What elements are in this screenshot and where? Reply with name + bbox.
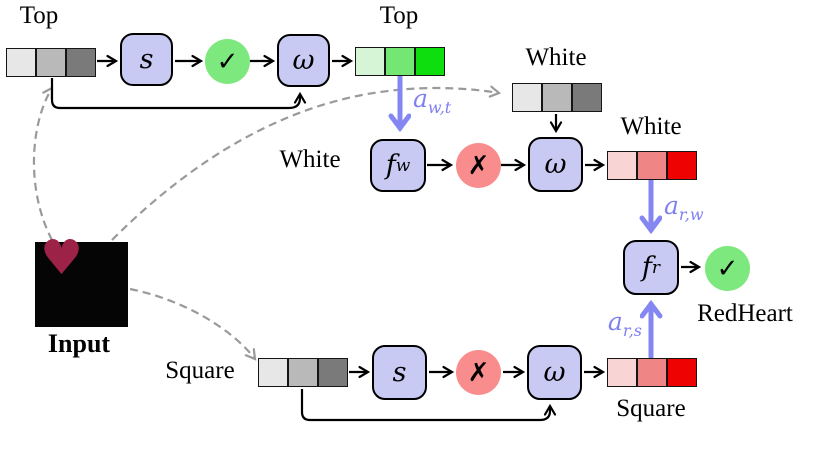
square-output-bar-label: Square [616, 395, 686, 422]
attention-arw-base: a [664, 191, 679, 220]
memory-cell [543, 84, 573, 111]
memory-cell [386, 48, 416, 75]
module-omega-mid-label: ω [544, 149, 567, 180]
module-omega-bottom: ω [527, 345, 582, 400]
attention-label-ars: ar,s [568, 307, 642, 339]
module-s-bottom-label: s [392, 357, 407, 388]
wire-top-feedback [50, 78, 307, 110]
failure-icon: ✗ [456, 350, 501, 395]
memory-cell [356, 48, 386, 75]
memory-cell [638, 359, 668, 386]
module-omega-bottom-label: ω [543, 357, 566, 388]
memory-cell [416, 48, 444, 75]
memory-cell [289, 359, 319, 386]
memory-cell [668, 359, 696, 386]
square-input-bar-label: Square [165, 357, 235, 384]
dashed-wire-input-to-top-bar [32, 86, 54, 241]
failure-icon: ✗ [456, 143, 501, 188]
memory-cell [37, 49, 67, 76]
attention-awt-base: a [413, 84, 428, 113]
module-s-top-label: s [139, 44, 154, 75]
memory-cell [67, 49, 95, 76]
memory-cell [319, 359, 347, 386]
attention-ars-base: a [607, 307, 623, 336]
wire-bottom-feedback [300, 389, 557, 422]
success-icon: ✓ [705, 246, 750, 291]
memory-cell [573, 84, 601, 111]
success-icon: ✓ [205, 39, 250, 84]
dashed-wire-input-to-white-bar [111, 85, 502, 241]
cross-glyph: ✗ [467, 357, 490, 388]
check-glyph: ✓ [216, 46, 239, 77]
memory-cell [7, 49, 37, 76]
white-context-bar-label: White [525, 44, 587, 71]
attention-arw-sub: r,w [678, 205, 704, 224]
module-fw-base: f [385, 150, 396, 181]
cross-glyph: ✗ [467, 150, 490, 181]
attention-label-awt: aw,t [413, 84, 451, 116]
attention-awt-sub: w,t [427, 98, 452, 117]
attention-label-arw: ar,w [664, 191, 704, 223]
white-output-bar-label: White [620, 113, 682, 140]
attention-ars-sub: r,s [622, 321, 642, 340]
module-omega-top-label: ω [292, 45, 315, 76]
memory-cell [608, 152, 638, 179]
top-output-bar-label: Top [379, 2, 419, 29]
memory-cell [668, 152, 696, 179]
module-omega-mid: ω [528, 137, 583, 192]
white-output-memory-bar [607, 151, 697, 180]
white-module-side-label: White [279, 146, 341, 173]
top-input-memory-bar [6, 48, 96, 77]
check-glyph: ✓ [716, 253, 739, 284]
memory-cell [259, 359, 289, 386]
input-image: ♥ [35, 234, 128, 327]
top-input-bar-label: Top [19, 2, 59, 29]
dashed-wire-input-to-square-bar [129, 287, 257, 361]
top-output-memory-bar [355, 47, 445, 76]
memory-cell [513, 84, 543, 111]
module-omega-top: ω [277, 34, 330, 87]
square-output-memory-bar [607, 358, 697, 387]
module-fr-base: f [641, 252, 652, 283]
module-s-bottom: s [372, 345, 427, 400]
white-context-memory-bar [512, 83, 602, 112]
module-s-top: s [120, 33, 173, 86]
heart-icon: ♥ [40, 230, 84, 286]
square-input-memory-bar [258, 358, 348, 387]
memory-cell [608, 359, 638, 386]
input-label: Input [47, 329, 111, 358]
redheart-result-label: RedHeart [697, 300, 793, 327]
memory-cell [638, 152, 668, 179]
